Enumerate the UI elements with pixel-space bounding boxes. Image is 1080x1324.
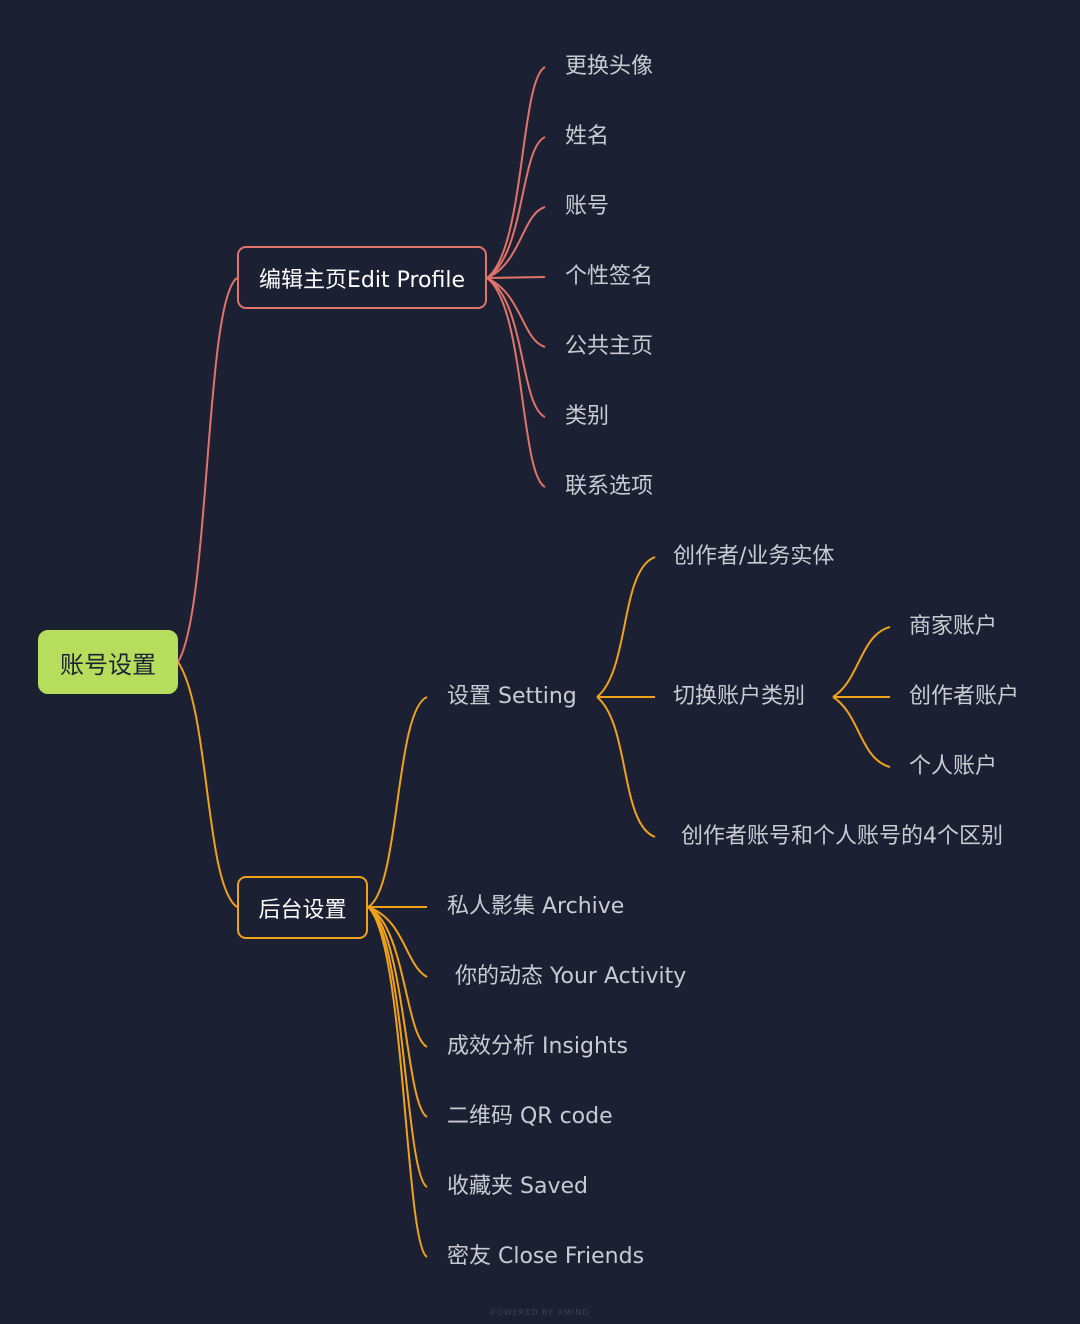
backend-item-archive: 私人影集 Archive	[447, 894, 625, 919]
edit-profile-node: 编辑主页Edit Profile	[237, 246, 487, 309]
personal-account-node: 个人账户	[909, 754, 998, 779]
switch-account-node: 切换账户类别	[673, 684, 806, 709]
footer-watermark: POWERED BY XMIND	[490, 1308, 590, 1317]
backend-item-activity: 你的动态 Your Activity	[455, 964, 687, 989]
backend-item-insights: 成效分析 Insights	[447, 1034, 628, 1059]
setting-node: 设置 Setting	[447, 684, 577, 709]
connector-root-edit-profile	[177, 277, 238, 663]
switch-account-connectors	[832, 626, 891, 768]
backend-settings-node: 后台设置	[237, 876, 368, 939]
backend-item-close-friends: 密友 Close Friends	[447, 1244, 645, 1269]
root-node: 账号设置	[38, 630, 178, 694]
setting-connectors	[596, 556, 656, 838]
edit-profile-item-contact: 联系选项	[565, 474, 654, 499]
edit-profile-item-name: 姓名	[565, 124, 610, 149]
backend-item-saved: 收藏夹 Saved	[447, 1174, 588, 1199]
creator-account-node: 创作者账户	[909, 684, 1020, 709]
edit-profile-item-username: 账号	[565, 194, 610, 219]
edit-profile-item-category: 类别	[565, 404, 610, 429]
edit-profile-item-avatar: 更换头像	[565, 54, 654, 79]
backend-connectors	[367, 696, 428, 1258]
edit-profile-item-bio: 个性签名	[565, 264, 654, 289]
connector-root-backend	[177, 661, 238, 908]
backend-item-qr-code: 二维码 QR code	[447, 1104, 613, 1129]
edit-profile-connectors	[486, 66, 546, 488]
account-differences-node: 创作者账号和个人账号的4个区别	[681, 824, 1003, 849]
creator-business-node: 创作者/业务实体	[673, 544, 835, 569]
business-account-node: 商家账户	[909, 614, 998, 639]
edit-profile-item-public-page: 公共主页	[565, 334, 654, 359]
